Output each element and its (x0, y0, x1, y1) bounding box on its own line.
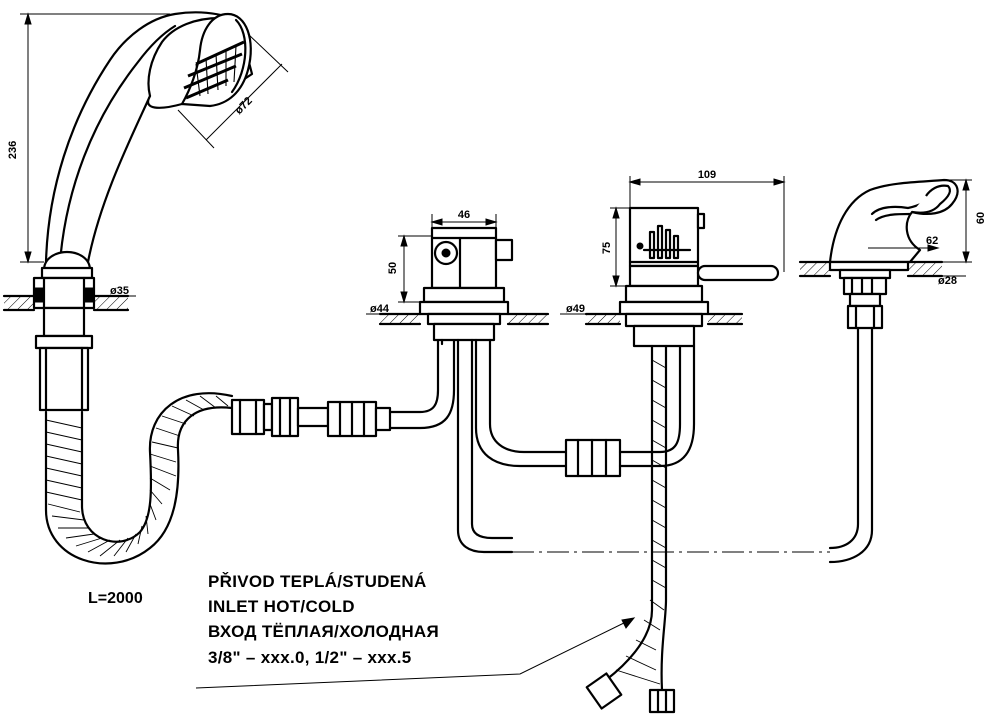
inlet-note-ru: ВХОД ТЁПЛАЯ/ХОЛОДНАЯ (208, 622, 439, 641)
dim-mixer-height: 75 (601, 242, 613, 254)
dim-shower-height: 236 (7, 141, 19, 159)
dim-valve-base-diameter: ø44 (370, 303, 390, 315)
diverter-valve (378, 226, 568, 554)
dim-valve-width: 46 (458, 209, 470, 221)
dim-shower-head-diameter: ø72 (233, 95, 255, 117)
dim-mixer-base-diameter: ø49 (566, 303, 585, 315)
mixer-temperature-scale (636, 224, 692, 260)
hand-shower (2, 11, 254, 412)
dim-shower-base-diameter: ø35 (110, 285, 129, 297)
center-connector (564, 344, 696, 478)
mixer-valve (584, 206, 780, 714)
spout-dimensions (868, 178, 972, 277)
hose-length-label: L=2000 (88, 590, 143, 607)
valve-dimensions (366, 214, 498, 315)
dim-spout-reach: 62 (926, 235, 938, 247)
note-leader (195, 617, 636, 689)
shower-hose (44, 392, 330, 565)
inlet-note-sizes: 3/8" – xxx.0, 1/2" – xxx.5 (208, 648, 412, 667)
hose-connector (326, 338, 456, 438)
inlet-note-cz: PŘIVOD TEPLÁ/STUDENÁ (208, 572, 427, 591)
inlet-note-en: INLET HOT/COLD (208, 597, 355, 616)
shower-head-nozzles (183, 40, 245, 100)
dim-mixer-width: 109 (698, 169, 716, 181)
dim-spout-height: 60 (975, 212, 987, 224)
bath-spout (798, 178, 959, 564)
dim-valve-height: 50 (387, 262, 399, 274)
shower-dimensions (20, 12, 289, 297)
dim-spout-base-diameter: ø28 (938, 275, 957, 287)
hose-spiral (45, 395, 229, 557)
mixer-dimensions (560, 176, 786, 315)
